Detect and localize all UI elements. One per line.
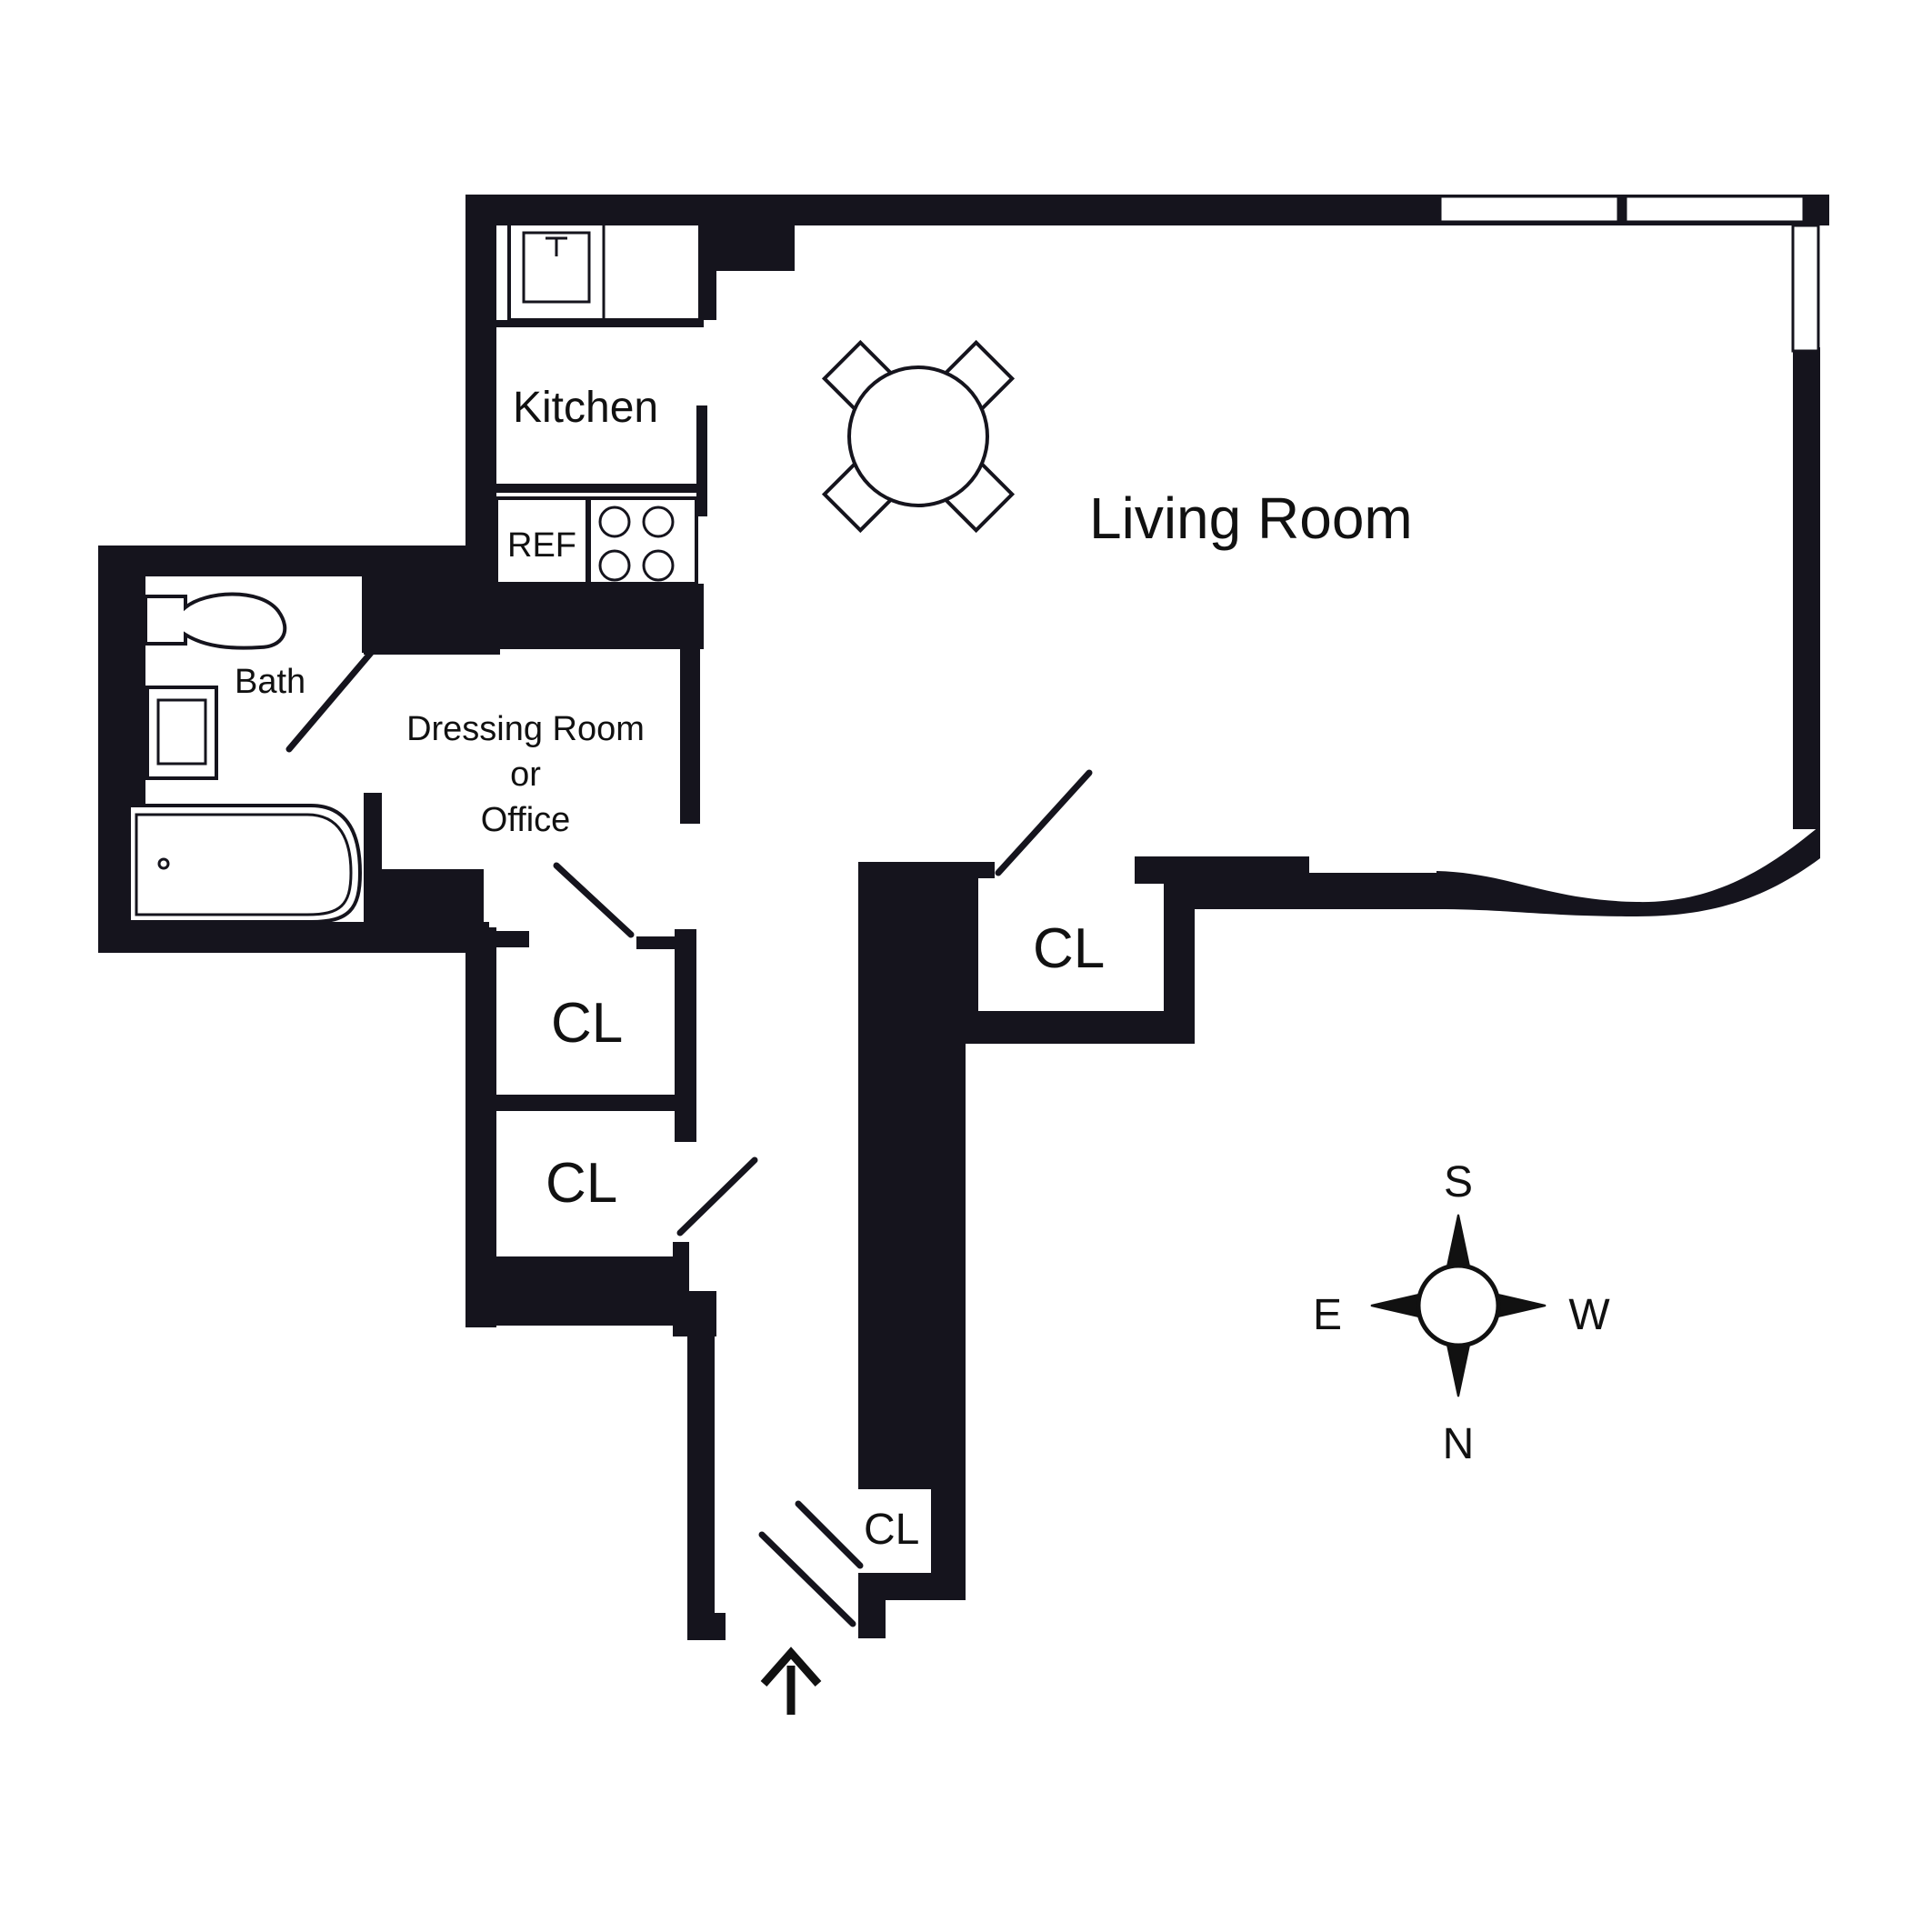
kitchen-right-stub	[696, 405, 707, 516]
right-closet-bottom	[958, 1011, 1195, 1044]
closet-left-lower-label: CL	[546, 1152, 617, 1215]
bath-label: Bath	[235, 663, 305, 701]
burner-icon	[642, 506, 675, 538]
kitchen-left-wall	[465, 195, 496, 591]
bath-sink-basin	[156, 698, 207, 766]
dressing-closet-door	[553, 862, 635, 938]
entry-door-inner	[795, 1500, 864, 1569]
bath-fixtures	[127, 592, 363, 924]
closet-upper-top-stub	[484, 931, 529, 947]
stove-box	[587, 496, 698, 586]
refrigerator-box	[495, 496, 589, 586]
living-bottom-wall-b	[1164, 873, 1455, 909]
entry-closet-bottom	[880, 1573, 966, 1600]
dressing-room-label: Dressing Room	[406, 710, 645, 748]
kitchen-bottom-block	[465, 584, 704, 649]
compass-rose-icon	[1370, 1214, 1547, 1397]
compass-top-label: S	[1444, 1158, 1473, 1206]
closet-left-upper-label: CL	[551, 992, 623, 1055]
corridor-left-foot	[687, 1613, 726, 1640]
window-right	[1791, 224, 1820, 353]
burner-icon	[598, 549, 631, 582]
office-lower-block	[364, 869, 484, 953]
right-closet-top-stub	[960, 862, 995, 878]
compass-right-label: W	[1568, 1291, 1610, 1339]
right-closet-door	[995, 769, 1093, 876]
closet-lower-door-jamb	[673, 1242, 689, 1296]
kitchen-counter-bottom	[496, 484, 704, 493]
entry-closet-right-wall	[931, 1473, 966, 1591]
walls	[98, 195, 1829, 1640]
doors	[285, 649, 1093, 1627]
living-room-label: Living Room	[1089, 486, 1413, 551]
kitchen-upper-right-wall	[700, 224, 716, 320]
entry-right-jamb	[858, 1573, 886, 1638]
right-closet-left-wall	[958, 862, 978, 1018]
central-wall-cap	[858, 862, 976, 880]
kitchen-label: Kitchen	[513, 384, 658, 432]
closet-entry-label: CL	[864, 1506, 919, 1554]
closets-divider	[482, 1095, 696, 1111]
closet-lower-right-stub	[675, 1096, 696, 1142]
living-right-wall	[1793, 347, 1820, 829]
kitchen-counter-edge	[496, 320, 704, 327]
bath-door	[285, 649, 375, 753]
dining-table-icon	[821, 339, 1016, 534]
toilet-icon	[144, 592, 287, 650]
dressing-right-wall	[680, 649, 700, 824]
kitchen-fixtures	[495, 222, 702, 586]
window-top-1	[1438, 195, 1620, 224]
dressing-or-label: or	[510, 756, 541, 794]
corridor-left-wall	[687, 1300, 715, 1637]
up-arrow-icon	[760, 1647, 822, 1715]
faucet-icon	[546, 236, 567, 256]
burner-icon	[642, 549, 675, 582]
dining-table	[847, 365, 989, 507]
central-thick-wall	[858, 862, 966, 1489]
kitchen-sink-icon	[522, 231, 591, 304]
closet-right-label: CL	[1033, 917, 1105, 980]
bath-corner-block	[364, 546, 500, 655]
drain-icon	[157, 857, 170, 870]
bathtub-inner	[135, 813, 353, 916]
living-bay-wall	[1436, 826, 1820, 916]
refrigerator-label: REF	[507, 526, 576, 565]
closet-upper-right-ledge	[636, 936, 696, 949]
lower-closet-door	[676, 1156, 758, 1236]
compass-left-label: E	[1313, 1291, 1342, 1339]
closets-bottom-block	[465, 1256, 687, 1326]
burner-icon	[598, 506, 631, 538]
compass-bottom-label: N	[1443, 1420, 1475, 1468]
entry-door-outer	[758, 1531, 856, 1627]
bath-right-block	[362, 546, 380, 653]
labels: Living Room Kitchen REF Bath Dressing Ro…	[235, 384, 1610, 1554]
windows	[1438, 195, 1820, 353]
bathtub-icon	[127, 804, 363, 924]
office-label: Office	[481, 801, 571, 839]
window-top-2	[1624, 195, 1806, 224]
